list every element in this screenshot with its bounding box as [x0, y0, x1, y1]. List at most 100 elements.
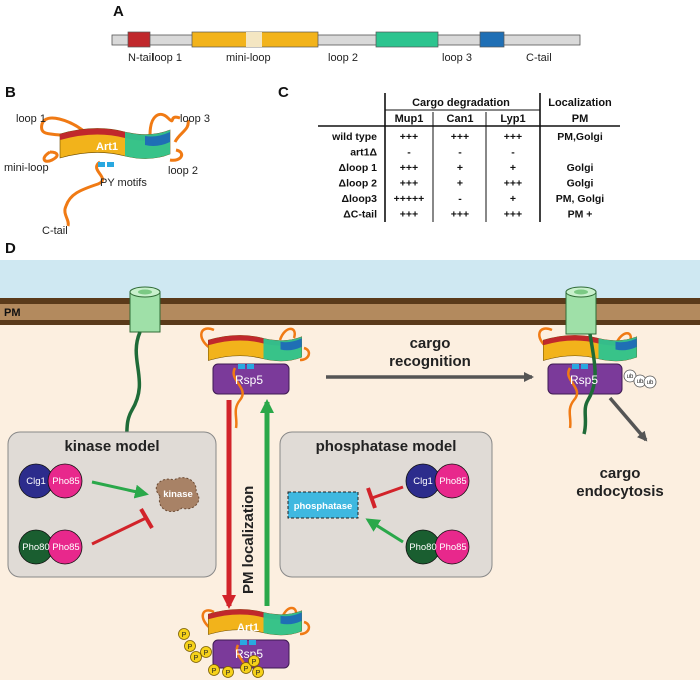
- phosphate-circle: [200, 646, 212, 658]
- b-label-loop1: loop 1: [16, 113, 46, 125]
- table-cell: -: [458, 147, 462, 159]
- cargo-transporter-right: [565, 286, 597, 335]
- n-tail-domain: [127, 31, 151, 48]
- backbone-bar: [111, 34, 581, 46]
- table-cell: +++: [400, 178, 418, 190]
- table-row-label: Δloop 2: [339, 178, 378, 190]
- table-row-label: Δloop3: [341, 193, 377, 205]
- kinase-clg1-label: Clg1: [26, 476, 46, 487]
- table-cell: PM,Golgi: [557, 131, 603, 143]
- phosphatase-activation-arrow: [365, 518, 404, 544]
- endocytosis-arrow: [608, 396, 648, 442]
- art1-label-d: Art1: [237, 622, 259, 634]
- art1-domain-bar: [111, 31, 581, 48]
- phosphate-circle: [190, 651, 202, 663]
- phenotype-table: [318, 93, 620, 222]
- table-cell: +++: [451, 131, 469, 143]
- panel-letter-c: C: [278, 84, 289, 101]
- phos-pho80-label: Pho80: [409, 542, 436, 553]
- table-cell: Golgi: [567, 178, 594, 190]
- art1-cartoon: [40, 112, 190, 227]
- label-c-tail: C-tail: [526, 52, 552, 64]
- plasma-membrane: [0, 304, 700, 320]
- rsp5-label-top: Rsp5: [235, 373, 263, 387]
- phosphate-label: P: [256, 670, 261, 677]
- table-cell: +++: [504, 178, 522, 190]
- kinase-pho85-label-1: Pho85: [52, 476, 79, 487]
- panel-letter-b: B: [5, 84, 16, 101]
- phosphatase-model-box: [279, 431, 493, 578]
- table-cell: Golgi: [567, 162, 594, 174]
- art1-rsp5-cargo-complex: [538, 327, 657, 435]
- table-cell: +++: [451, 209, 469, 221]
- phos-pho85-label-1: Pho85: [439, 476, 466, 487]
- table-cell: +++++: [394, 193, 425, 205]
- kinase-pho80-label: Pho80: [22, 542, 49, 553]
- table-column-header: Can1: [447, 113, 474, 125]
- table-column-header: Mup1: [395, 113, 424, 125]
- cargo-transporter-left: [124, 286, 161, 441]
- membrane-top-edge: [0, 298, 700, 304]
- table-cell: +: [510, 162, 516, 174]
- phosphate-label: P: [252, 659, 257, 666]
- phosphate-circle: [208, 664, 220, 676]
- mini-loop-gap: [246, 32, 262, 47]
- table-cell: -: [407, 147, 411, 159]
- phosphatase-inhibition-line: [371, 485, 404, 500]
- phosphate-circle: [184, 640, 196, 652]
- loop3-domain: [479, 31, 505, 48]
- table-cell: +: [457, 162, 463, 174]
- table-row-label: Δloop 1: [339, 162, 378, 174]
- phosphate-circle: [252, 666, 264, 678]
- table-cell: +++: [400, 162, 418, 174]
- table-cell: -: [511, 147, 515, 159]
- kinase-label: kinase: [163, 489, 193, 500]
- kinase-inhibition-bar: [139, 507, 154, 530]
- phosphate-label: P: [182, 632, 187, 639]
- b-label-py-motifs: PY motifs: [100, 177, 147, 189]
- table-row-label: ΔC-tail: [343, 209, 377, 221]
- table-cell: +++: [400, 209, 418, 221]
- cargo-endocytosis-line1: cargo: [600, 465, 641, 482]
- table-row-label: wild type: [331, 131, 377, 143]
- pm-label: PM: [4, 307, 21, 319]
- phosphate-label: P: [212, 668, 217, 675]
- table-body: wild type+++++++++PM,Golgiart1Δ---Δloop …: [331, 131, 604, 221]
- phosphatase-inhibition-bar: [366, 487, 377, 509]
- b-label-loop2: loop 2: [168, 165, 198, 177]
- cargo-recognition-line2: recognition: [389, 353, 471, 370]
- table-cell: +++: [504, 131, 522, 143]
- cargo-endocytosis-line2: endocytosis: [576, 483, 664, 500]
- phosphate-label: P: [194, 655, 199, 662]
- table-cell: PM, Golgi: [556, 193, 604, 205]
- phosphate-circle: [222, 666, 234, 678]
- rsp5-label-right: Rsp5: [570, 373, 598, 387]
- phosphate-label: P: [226, 670, 231, 677]
- label-loop2: loop 2: [328, 52, 358, 64]
- b-label-loop3: loop 3: [180, 113, 210, 125]
- table-cell: +++: [400, 131, 418, 143]
- kinase-activation-arrow: [91, 480, 149, 499]
- panel-letter-a: A: [113, 3, 124, 20]
- phosphate-label: P: [188, 644, 193, 651]
- b-label-c-tail: C-tail: [42, 225, 68, 237]
- phos-clg1-label: Clg1: [413, 476, 433, 487]
- table-cell: -: [458, 193, 462, 205]
- panel-letter-d: D: [5, 240, 16, 257]
- table-group-degradation: Cargo degradation: [412, 97, 510, 109]
- phosphatase-label: phosphatase: [294, 501, 353, 512]
- table-group-localization: Localization: [548, 97, 612, 109]
- kinase-model-box: [7, 431, 217, 578]
- label-loop1: loop 1: [152, 52, 182, 64]
- phosphate-circle: [240, 662, 252, 674]
- phospho-art1-rsp5-complex: [201, 606, 311, 673]
- table-cell: +: [457, 178, 463, 190]
- table-cell: +++: [504, 209, 522, 221]
- phosphate-circle: [178, 628, 190, 640]
- ub-label-3: ub: [647, 380, 654, 386]
- table-cell: +: [510, 193, 516, 205]
